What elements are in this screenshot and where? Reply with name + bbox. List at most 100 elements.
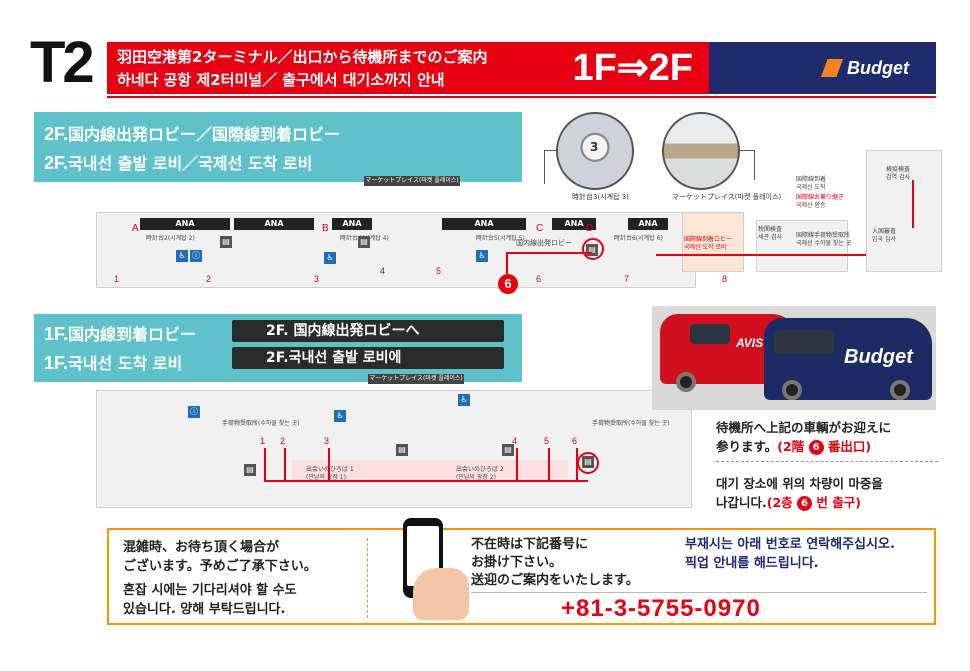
marketplace-caption: マーケットプレイス(마켓 플레이스) — [672, 193, 782, 201]
ana-counter-6: ANA — [628, 218, 668, 230]
header-floors: 1F⇒2F — [572, 47, 693, 89]
floor1-exit-6: 6 — [572, 436, 578, 446]
absent-note-kr: 부재시는 아래 번호로 연락해주십시오. 픽업 안내를 해드립니다. — [685, 537, 895, 571]
immigration-route — [912, 180, 914, 228]
floor1-restroom-icon: ♿ — [334, 410, 346, 422]
ana-counter-5: ANA — [552, 218, 596, 230]
pickup-route-h — [506, 252, 592, 254]
floor1-exit-3: 3 — [324, 436, 330, 446]
budget-van: Budget — [764, 318, 932, 400]
intl-arrival-zone — [682, 212, 744, 272]
vehicle-photo: AVIS Budget — [652, 306, 936, 410]
timetable-6: 時計台6(시계탑 6) — [614, 235, 663, 242]
to-2f-jp: 2F. 国内線出発ロビーへ — [232, 320, 504, 342]
restroom-icon-3: ♿ — [324, 252, 336, 264]
meeting-plaza-2-zone — [450, 460, 568, 480]
floor1-info-icon: ⓘ — [188, 406, 200, 418]
intl-arrival-label-kr: 국제선 도착 로비 — [684, 244, 727, 251]
route-exit-2 — [284, 448, 286, 482]
intl-arrival-label-kr2: 국제선 도착 — [796, 184, 826, 191]
timetable-2: 時計台2(시계탑 2) — [146, 235, 195, 242]
floor1-exit-2: 2 — [280, 436, 286, 446]
header-title-kr: 하네다 공항 제2터미널／ 출구에서 대기소까지 안내 — [117, 71, 445, 89]
contact-phone-number[interactable]: +81-3-5755-0970 — [561, 595, 761, 622]
customs-label-kr: 세관 검사 — [758, 234, 782, 241]
floor2-market-label: マーケットプレイス(마켓 플레이스) — [364, 176, 460, 186]
ana-counter-2: ANA — [234, 218, 314, 230]
route-exit-4 — [516, 448, 518, 482]
budget-van-label: Budget — [844, 346, 913, 368]
customs-zone — [756, 220, 848, 272]
crowd-note-jp: 混雑時、お待ち頂く場合が ございます。予めご了承下さい。 — [123, 540, 317, 574]
pickup-info-jp: 待機所へ上記の車輌がお迎えに 参ります。(2階 6 番出口) — [716, 420, 892, 455]
floor2-exit-4: 4 — [380, 266, 386, 276]
restroom-icon: ♿ — [176, 250, 188, 262]
intl-arrival-label: 国際線到着 — [796, 176, 827, 183]
header-divider — [107, 96, 936, 98]
counter-d: D — [586, 223, 594, 234]
intl-arrival-label-jp: 国際線到着ロビー — [684, 236, 733, 243]
baggage-claim-left: 手荷物受取所(수하물 찾는 곳) — [222, 420, 300, 427]
floor2-exit-5: 5 — [436, 266, 442, 276]
floor1-escalator-icon-3: ▤ — [502, 444, 514, 456]
ana-counter-1: ANA — [140, 218, 230, 230]
budget-logo-text: Budget — [847, 57, 909, 78]
exit-6-badge-icon-kr: 6 — [797, 496, 813, 511]
route-exit-6 — [576, 448, 578, 482]
floor1-exit-5: 5 — [544, 436, 550, 446]
header-red-band: 羽田空港第2ターミナル／出口から待機所までのご案内 하네다 공항 제2터미널／ … — [107, 42, 709, 94]
floor2-banner-jp: 2F.国内線出発ロビー／国際線到着ロビー — [44, 124, 341, 144]
floor1-banner-kr: 1F.국내선 도착 로비 — [44, 353, 183, 373]
escalator-icon: ▤ — [358, 236, 370, 248]
quarantine-label-jp: 検疫検査 — [886, 166, 911, 173]
budget-logo: Budget — [821, 57, 921, 79]
pickup-highlight-ring — [582, 238, 604, 260]
floor1-exit-1: 1 — [260, 436, 266, 446]
customs-label-jp: 税関検査 — [758, 226, 783, 233]
floor2-exit-2: 2 — [206, 274, 212, 284]
meeting-plaza-2-jp: 出会いのひろば 2 — [456, 466, 504, 473]
floor2-exit-1: 1 — [114, 274, 120, 284]
floor2-exit-7: 7 — [624, 274, 630, 284]
pickup-route-v — [506, 252, 508, 276]
route-exit-3 — [328, 448, 330, 482]
floor1-banner-jp: 1F.国内線到着ロビー — [44, 324, 197, 344]
restroom-icon-2: ⓘ — [190, 250, 202, 262]
floor1-escalator-ring — [577, 452, 599, 474]
immigration-label-kr: 입국 심사 — [872, 236, 896, 243]
header-title-jp: 羽田空港第2ターミナル／出口から待機所までのご案内 — [117, 48, 488, 66]
floor1-concourse — [96, 390, 692, 508]
domestic-departure-label: 国内線出発ロビー — [516, 239, 572, 247]
budget-logo-mark-icon — [821, 59, 843, 77]
floor1-escalator-icon-2: ▤ — [396, 444, 408, 456]
restroom-icon-4: ♿ — [476, 250, 488, 262]
baggage-claim-right: 手荷物受取所(수하물 찾는 곳) — [592, 420, 670, 427]
elevator-icon: ▤ — [220, 236, 232, 248]
timetable-5: 時計台5(시계탑 5) — [476, 235, 525, 242]
pickup-info: 待機所へ上記の車輌がお迎えに 参ります。(2階 6 番出口) 대기 장소에 위의… — [716, 418, 938, 512]
meeting-plaza-1-kr: (만남의 광장 1) — [306, 474, 346, 481]
route-exit-5 — [548, 448, 550, 482]
budget-wheel-icon — [782, 380, 802, 400]
marketplace-photo — [662, 112, 740, 190]
terminal-label: T2 — [30, 30, 95, 95]
floor1-escalator-icon: ▤ — [244, 464, 256, 476]
pickup-exit-6-marker: 6 — [498, 274, 518, 294]
floor1-market-label: マーケットプレイス(마켓 플레이스) — [368, 374, 464, 384]
intl-baggage-label-kr: 국제선 수하물 찾는 곳 — [796, 240, 852, 247]
quarantine-label-kr: 검역 검사 — [886, 174, 910, 181]
floor2-banner: 2F.国内線出発ロビー／国際線到着ロビー 2F.국내선 출발 로비／국제선 도착… — [34, 112, 522, 182]
exit-6-badge-icon: 6 — [808, 440, 824, 455]
intl-transfer-label-kr: 국제선 환승 — [796, 202, 826, 209]
floor1-restroom-icon-2: ♿ — [458, 394, 470, 406]
avis-wheel-icon — [676, 372, 696, 392]
floor2-map: マーケットプレイス(마켓 플레이스) ANA ANA ANA ANA ANA A… — [96, 150, 942, 296]
ana-counter-4: ANA — [442, 218, 526, 230]
counter-b: B — [322, 223, 329, 234]
immigration-label-jp: 入国審査 — [872, 228, 897, 235]
absent-note-jp: 不在時は下記番号に お掛け下さい。 送迎のご案内をいたします。 — [471, 537, 639, 588]
route-exit-1 — [264, 448, 266, 482]
clock-tower-caption: 時計台3(시계탑 3) — [572, 193, 629, 201]
counter-a: A — [132, 223, 139, 234]
floor1-exit-4: 4 — [512, 436, 518, 446]
